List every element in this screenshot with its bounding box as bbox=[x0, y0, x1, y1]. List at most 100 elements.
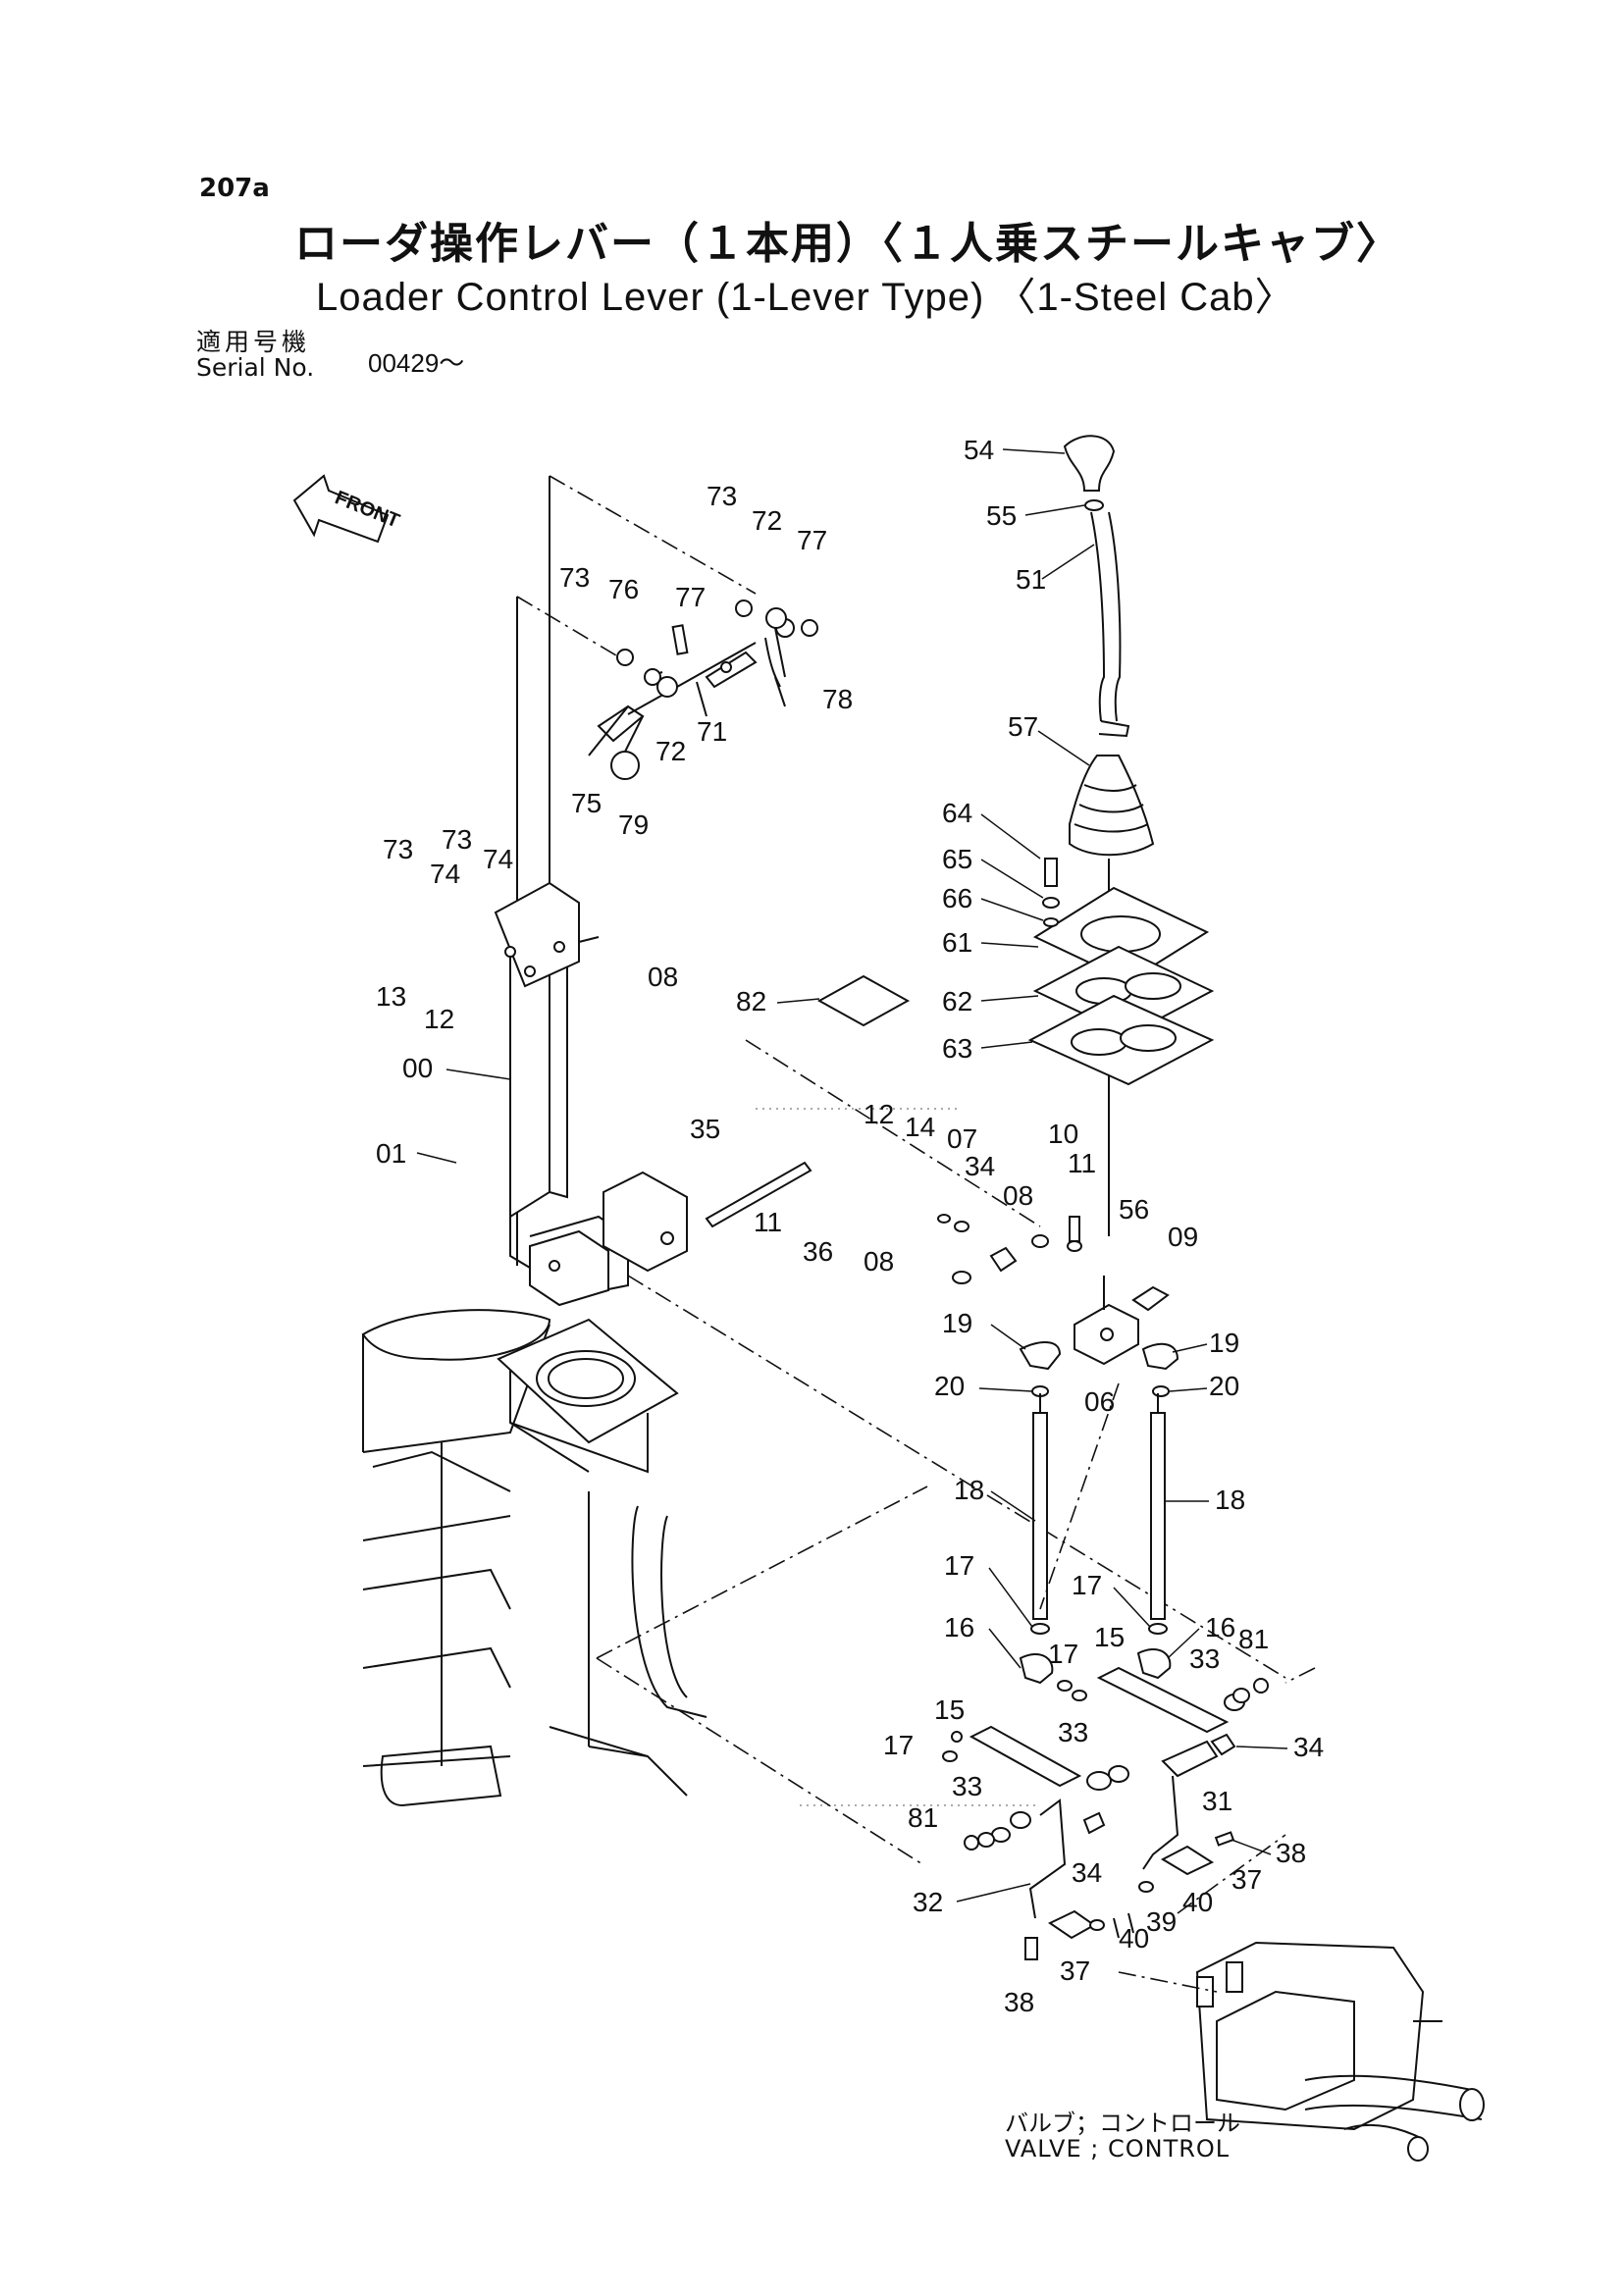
serial-number-value: 00429～ bbox=[368, 348, 465, 378]
callout-73: 73 bbox=[707, 481, 737, 511]
callout-16: 16 bbox=[944, 1612, 974, 1642]
serial-label-japanese: 適用号機 bbox=[196, 328, 311, 356]
page-title-japanese: ローダ操作レバー（１本用）〈１人乗スチールキャブ〉 bbox=[294, 219, 1401, 269]
callout-54: 54 bbox=[964, 435, 994, 465]
front-label: FRONT bbox=[332, 487, 402, 532]
callout-40b: 40 bbox=[1119, 1923, 1149, 1954]
callout-73d: 73 bbox=[442, 824, 472, 855]
callout-35: 35 bbox=[690, 1114, 720, 1144]
callout-77b: 77 bbox=[675, 582, 706, 612]
serial-label-english: Serial No. bbox=[196, 353, 315, 382]
callout-82: 82 bbox=[736, 986, 766, 1017]
callout-33: 33 bbox=[1189, 1643, 1220, 1674]
callout-17: 17 bbox=[944, 1550, 974, 1581]
valve-label-japanese: バルブ；コントロール bbox=[1005, 2110, 1240, 2137]
leader-lines bbox=[596, 1382, 1316, 1865]
callout-10: 10 bbox=[1048, 1119, 1078, 1149]
callout-07: 07 bbox=[947, 1123, 977, 1154]
page-number: 207a bbox=[199, 174, 270, 203]
callout-labels: 54 55 51 57 64 65 66 61 62 63 82 73 72 7… bbox=[376, 435, 1324, 2017]
callout-81: 81 bbox=[1238, 1624, 1269, 1654]
callout-38b: 38 bbox=[1004, 1987, 1034, 2017]
callout-20: 20 bbox=[934, 1371, 965, 1401]
callout-74b: 74 bbox=[430, 859, 460, 889]
clevis-pieces-37 bbox=[1024, 1831, 1235, 1960]
lever-column-00 bbox=[494, 881, 629, 1307]
callout-38: 38 bbox=[1276, 1838, 1306, 1868]
callout-55: 55 bbox=[986, 500, 1017, 531]
callout-63: 63 bbox=[942, 1033, 972, 1064]
callout-13: 13 bbox=[376, 981, 406, 1012]
pivot-block-06 bbox=[937, 1214, 1179, 1397]
callout-81b: 81 bbox=[908, 1802, 938, 1833]
callout-37b: 37 bbox=[1060, 1955, 1090, 1986]
callout-16b: 16 bbox=[1205, 1612, 1235, 1642]
callout-17c: 17 bbox=[1048, 1639, 1078, 1669]
link-rods-18 bbox=[1030, 1393, 1168, 1635]
callout-09: 09 bbox=[1168, 1222, 1198, 1252]
callout-34: 34 bbox=[965, 1151, 995, 1181]
page-title-english: Loader Control Lever (1-Lever Type) 〈1-S… bbox=[316, 276, 1295, 319]
callout-64: 64 bbox=[942, 798, 972, 828]
callout-39: 39 bbox=[1146, 1906, 1177, 1937]
callout-18: 18 bbox=[954, 1475, 984, 1505]
callout-72: 72 bbox=[752, 505, 782, 536]
callout-74: 74 bbox=[483, 844, 513, 874]
callout-71: 71 bbox=[697, 716, 727, 747]
front-arrow-icon: FRONT bbox=[292, 474, 402, 544]
callout-34c: 34 bbox=[1072, 1857, 1102, 1888]
callout-65: 65 bbox=[942, 844, 972, 874]
callout-15: 15 bbox=[1094, 1622, 1125, 1652]
callout-33b: 33 bbox=[1058, 1717, 1088, 1747]
callout-17b: 17 bbox=[1072, 1570, 1102, 1600]
callout-31: 31 bbox=[1202, 1786, 1232, 1816]
callout-66: 66 bbox=[942, 883, 972, 913]
callout-78: 78 bbox=[822, 684, 853, 714]
callout-00: 00 bbox=[402, 1053, 433, 1083]
callout-19: 19 bbox=[942, 1308, 972, 1338]
callout-36: 36 bbox=[803, 1236, 833, 1267]
callout-62: 62 bbox=[942, 986, 972, 1017]
callout-57: 57 bbox=[1008, 711, 1038, 742]
lever-base-plate bbox=[497, 1318, 679, 1444]
callout-18b: 18 bbox=[1215, 1485, 1245, 1515]
callout-06: 06 bbox=[1084, 1386, 1115, 1417]
callout-76: 76 bbox=[608, 574, 639, 604]
callout-20b: 20 bbox=[1209, 1371, 1239, 1401]
callout-14: 14 bbox=[905, 1112, 935, 1142]
callout-75: 75 bbox=[571, 788, 602, 818]
callout-leaders bbox=[416, 448, 1288, 1903]
callout-37: 37 bbox=[1231, 1864, 1262, 1895]
callout-32: 32 bbox=[913, 1887, 943, 1917]
callout-11b: 11 bbox=[1068, 1148, 1096, 1178]
callout-12b: 12 bbox=[864, 1099, 894, 1129]
callout-11: 11 bbox=[754, 1207, 782, 1237]
control-valve bbox=[1118, 1834, 1485, 2162]
shaft-35-and-bracket bbox=[602, 1039, 1286, 1806]
lower-crank-levers bbox=[942, 1648, 1269, 1919]
callout-08c: 08 bbox=[864, 1246, 894, 1277]
mounting-plates bbox=[816, 858, 1215, 1086]
callout-33c: 33 bbox=[952, 1771, 982, 1801]
callout-01: 01 bbox=[376, 1138, 406, 1169]
callout-40: 40 bbox=[1182, 1887, 1213, 1917]
callout-34b: 34 bbox=[1293, 1732, 1324, 1762]
callout-17d: 17 bbox=[883, 1730, 914, 1760]
callout-77: 77 bbox=[797, 525, 827, 555]
callout-61: 61 bbox=[942, 927, 972, 958]
callout-15b: 15 bbox=[934, 1694, 965, 1725]
callout-12: 12 bbox=[424, 1004, 454, 1034]
callout-51: 51 bbox=[1016, 564, 1046, 595]
callout-73b: 73 bbox=[559, 562, 590, 593]
callout-72b: 72 bbox=[655, 736, 686, 766]
callout-08: 08 bbox=[648, 962, 678, 992]
callout-56: 56 bbox=[1119, 1194, 1149, 1225]
callout-19b: 19 bbox=[1209, 1328, 1239, 1358]
seat-and-cab-frame bbox=[361, 475, 757, 1807]
upper-linkage bbox=[588, 600, 818, 780]
callout-79: 79 bbox=[618, 809, 649, 840]
callout-08b: 08 bbox=[1003, 1180, 1033, 1211]
valve-label-english: VALVE ; CONTROL bbox=[1005, 2135, 1231, 2163]
callout-73c: 73 bbox=[383, 834, 413, 864]
